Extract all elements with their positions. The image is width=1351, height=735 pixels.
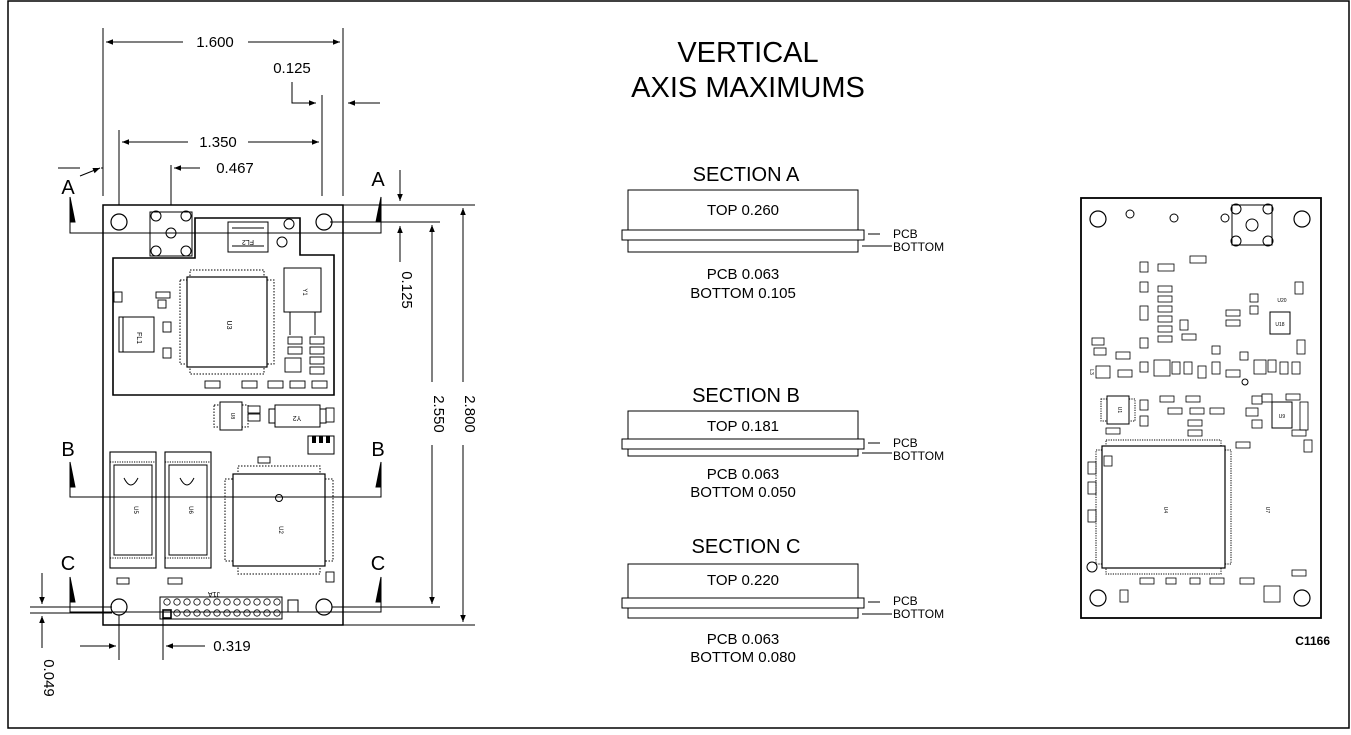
dim-2800-text: 2.800 (461, 395, 478, 433)
dim-0125-side-text: 0.125 (398, 271, 415, 309)
label-j1a: J1A (208, 590, 220, 597)
section-c-bottom-box (627, 607, 859, 619)
dim-2550-text: 2.550 (430, 395, 447, 433)
filter-fl1 (118, 316, 155, 353)
section-b-bottom-box (627, 448, 859, 457)
section-b: SECTION B TOP 0.181 PCB BOTTOM PCB 0.063… (621, 385, 944, 501)
back-label-u1: U1 (1116, 407, 1122, 414)
section-c: SECTION C TOP 0.220 PCB BOTTOM PCB 0.063… (621, 536, 944, 666)
section-marker-b-left: B (61, 439, 74, 461)
section-a-bottom-box (627, 239, 859, 253)
dim-1350 (118, 130, 319, 205)
section-c-top-value: TOP 0.220 (707, 572, 779, 589)
dim-0319-text: 0.319 (213, 638, 251, 655)
section-a-bottom-label: BOTTOM (893, 240, 944, 254)
section-lines (69, 196, 382, 613)
label-fl2: FL2 (242, 238, 254, 245)
back-label-u18: U18 (1275, 322, 1284, 328)
front-view: FL2 U3 Y1 FL1 (30, 28, 478, 697)
memory-chip-right: U6 (164, 451, 212, 569)
dim-0125-side (330, 170, 475, 262)
section-b-title: SECTION B (692, 385, 800, 407)
label-u5-plcc: U2 (277, 526, 283, 534)
back-passives (1087, 255, 1313, 603)
section-b-bottom-label: BOTTOM (893, 449, 944, 463)
title-line2: AXIS MAXIMUMS (631, 72, 865, 104)
section-marker-a-left: A (61, 177, 75, 199)
dim-0467-text: 0.467 (216, 160, 254, 177)
back-label-u7: U7 (1264, 507, 1270, 514)
label-u5: U5 (132, 506, 138, 514)
title-line1: VERTICAL (677, 37, 818, 69)
back-view: U4 U7 U1 U18 U20 U9 L3 (1080, 197, 1330, 648)
section-marker-a-right: A (371, 169, 385, 191)
section-c-bottom-value: BOTTOM 0.080 (690, 649, 796, 666)
back-mounting-hole (1293, 589, 1311, 607)
section-c-top-box (627, 563, 859, 599)
passive-components (113, 291, 335, 585)
section-marker-c-right: C (371, 553, 385, 575)
section-b-bottom-value: BOTTOM 0.050 (690, 484, 796, 501)
label-y2: Y2 (293, 414, 302, 421)
section-c-pcb-value: PCB 0.063 (707, 631, 780, 648)
section-c-title: SECTION C (692, 536, 801, 558)
shield-outline (112, 217, 335, 396)
section-b-pcb-label: PCB (893, 436, 918, 450)
section-a-pcb-layer (621, 229, 865, 241)
back-mounting-hole (1293, 210, 1311, 228)
section-c-pcb-layer (621, 597, 865, 609)
section-a-top-value: TOP 0.260 (707, 202, 779, 219)
memory-chip-left: U5 (109, 451, 157, 569)
switch-component (149, 211, 193, 257)
dim-1350-text: 1.350 (199, 134, 237, 151)
section-c-pcb-label: PCB (893, 594, 918, 608)
back-chip-u18 (1269, 311, 1291, 335)
back-label-u4: U4 (1162, 507, 1168, 514)
label-fl1: FL1 (135, 332, 142, 344)
dim-0125-top-text: 0.125 (273, 60, 311, 77)
label-u6: U6 (187, 506, 193, 514)
dim-0319 (80, 615, 205, 660)
connector-j1a (159, 596, 283, 620)
back-label-u20: U20 (1277, 298, 1286, 304)
section-b-top-box (627, 410, 859, 440)
back-mounting-hole (1089, 589, 1107, 607)
back-chip-u9 (1271, 401, 1293, 429)
label-u3: U3 (225, 321, 232, 330)
connector-pins (162, 598, 281, 619)
section-marker-b-right: B (371, 439, 384, 461)
section-b-pcb-layer (621, 438, 865, 450)
drawing-border (7, 0, 1350, 729)
back-label-u9: U9 (1279, 414, 1286, 420)
dim-0467 (101, 165, 200, 205)
filter-fl2 (227, 221, 269, 253)
section-b-top-value: TOP 0.181 (707, 418, 779, 435)
section-a-pcb-value: PCB 0.063 (707, 266, 780, 283)
mounting-hole (110, 213, 128, 231)
dim-0125-top (291, 82, 380, 196)
dim-2550 (332, 225, 440, 608)
section-a-title: SECTION A (693, 164, 800, 186)
label-y1: Y1 (301, 288, 307, 296)
label-u8: U8 (229, 413, 235, 420)
crystal-y1 (283, 267, 322, 313)
back-mounting-hole (1089, 210, 1107, 228)
back-label-l3: L3 (1088, 369, 1094, 375)
section-a-pcb-label: PCB (893, 227, 918, 241)
dim-2800 (343, 208, 475, 626)
section-a-bottom-value: BOTTOM 0.105 (690, 285, 796, 302)
section-c-bottom-label: BOTTOM (893, 607, 944, 621)
dim-1600-text: 1.600 (196, 34, 234, 51)
section-marker-c-left: C (61, 553, 75, 575)
figure-code: C1166 (1295, 634, 1330, 648)
back-switch (1231, 204, 1273, 246)
section-a: SECTION A TOP 0.260 PCB BOTTOM PCB 0.063… (621, 164, 944, 302)
dim-0049 (30, 573, 112, 648)
section-b-pcb-value: PCB 0.063 (707, 466, 780, 483)
section-a-top-box (627, 189, 859, 231)
dim-0049-text: 0.049 (40, 659, 57, 697)
